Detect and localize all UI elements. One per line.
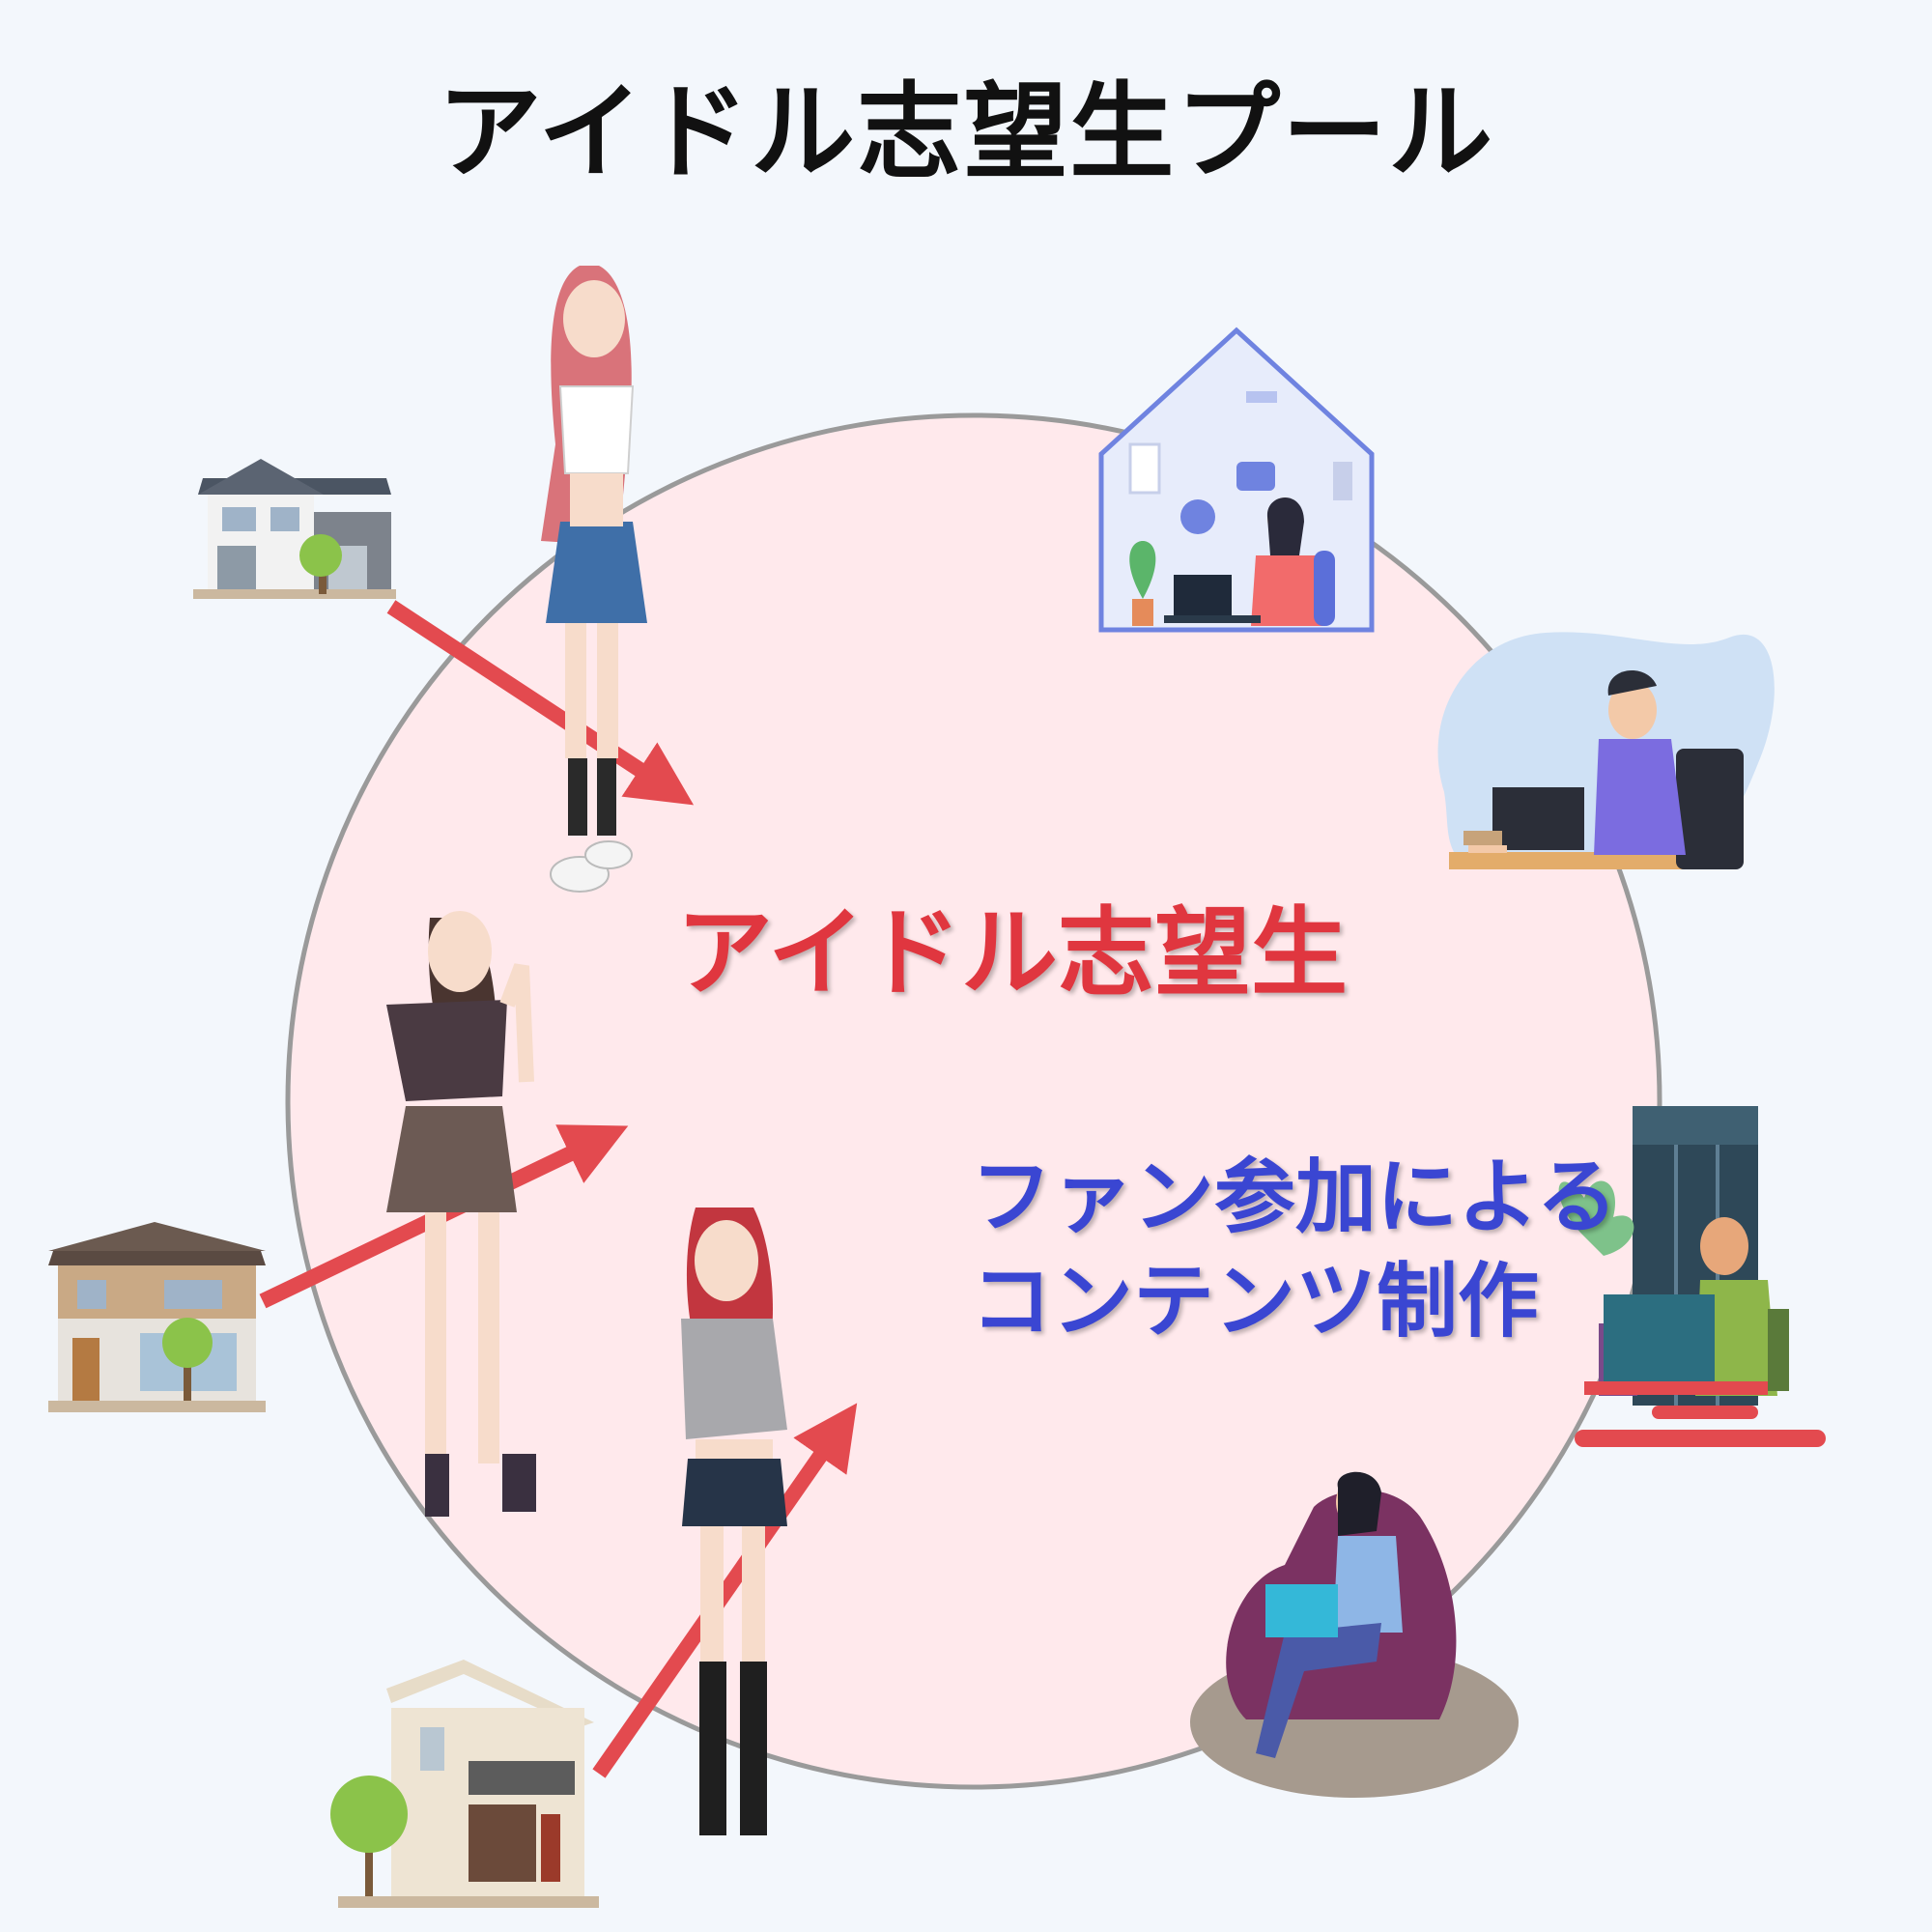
remote-worker-figure bbox=[1098, 327, 1375, 633]
laptop-icon bbox=[1174, 575, 1232, 615]
idol-girl-figure bbox=[541, 266, 647, 893]
arrow-right-icon bbox=[386, 600, 695, 806]
fan-label-line-1: ファン参加による bbox=[971, 1150, 1618, 1244]
center-label: アイドル志望生 bbox=[676, 896, 1348, 1009]
idol-girl-figure bbox=[386, 911, 536, 1517]
laptop-icon bbox=[1265, 1584, 1338, 1637]
house-icon bbox=[330, 1660, 599, 1908]
laptop-icon bbox=[1604, 1294, 1715, 1381]
idol-girl-figure bbox=[681, 1208, 787, 1835]
pool-circle bbox=[285, 412, 1662, 1790]
laptop-icon bbox=[1492, 787, 1584, 850]
page-title: アイドル志望生プール bbox=[437, 72, 1495, 193]
remote-worker-figure bbox=[1558, 1106, 1826, 1447]
house-icon bbox=[193, 459, 396, 599]
fan-label-line-2: コンテンツ制作 bbox=[971, 1254, 1540, 1349]
house-icon bbox=[48, 1222, 266, 1412]
fan-participation-label: ファン参加による コンテンツ制作 bbox=[971, 1145, 1617, 1353]
remote-worker-figure bbox=[1190, 1471, 1519, 1798]
remote-worker-figure bbox=[1437, 632, 1775, 869]
